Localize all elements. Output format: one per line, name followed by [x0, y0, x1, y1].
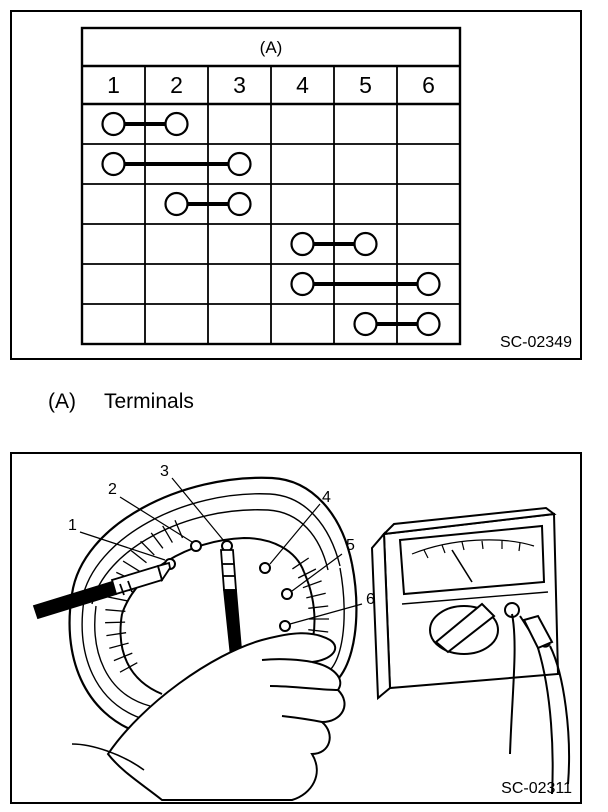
meter-display	[398, 524, 546, 596]
table-header: (A)	[260, 38, 283, 57]
terminal-node	[101, 151, 126, 177]
stator-tooth	[122, 560, 141, 572]
column-header: 3	[233, 72, 246, 98]
stator-tooth	[292, 557, 310, 570]
terminal-node	[227, 151, 252, 177]
figure-code-bottom: SC-02311	[501, 780, 572, 797]
stator-tooth	[150, 532, 164, 549]
terminal-labels: 1 2 3 4 5 6	[68, 463, 375, 608]
meter-leads	[509, 613, 571, 795]
terminal-2	[190, 540, 202, 552]
stator-tooth	[113, 652, 133, 662]
terminal-node	[101, 111, 126, 137]
terminal-node	[416, 311, 441, 337]
legend: (A) Terminals	[48, 390, 194, 414]
terminal-label-6: 6	[366, 591, 375, 608]
terminal-node	[353, 311, 378, 337]
column-header: 6	[422, 72, 435, 98]
terminal-node	[353, 231, 378, 257]
stator-tooth	[308, 605, 329, 609]
continuity-table: (A) 1 2 3 4 5 6	[80, 26, 462, 346]
terminal-label-4: 4	[322, 489, 331, 506]
terminal-points	[164, 540, 293, 632]
terminal-5	[281, 588, 293, 600]
meter-needle	[451, 549, 473, 583]
terminal-4	[259, 562, 271, 574]
stator-tooth	[119, 662, 138, 673]
stator-test-drawing: 1 2 3 4 5 6	[32, 463, 571, 801]
stator-tooth	[162, 525, 173, 543]
stator-tooth	[306, 592, 326, 599]
stator-tooth	[107, 596, 128, 602]
legend-key: (A)	[48, 390, 76, 413]
terminal-node	[290, 271, 315, 297]
stator-tooth	[308, 629, 329, 633]
left-test-probe	[32, 561, 171, 620]
terminal-label-1: 1	[68, 517, 77, 534]
column-header: 5	[359, 72, 372, 98]
stator-test-illustration: 1 2 3 4 5 6	[10, 452, 582, 804]
stator-tooth	[109, 642, 129, 649]
terminal-node	[164, 111, 189, 137]
legend-label: Terminals	[104, 390, 194, 413]
stator-tooth	[297, 568, 317, 579]
terminal-node	[227, 191, 252, 217]
column-header: 4	[296, 72, 309, 98]
terminal-node	[416, 271, 441, 297]
multimeter	[370, 506, 560, 701]
column-header: 2	[170, 72, 183, 98]
stator-tooth	[105, 621, 126, 624]
hand	[71, 632, 346, 801]
continuity-table-figure: (A) 1 2 3 4 5 6 SC-02349	[10, 10, 582, 360]
terminal-6	[279, 620, 291, 632]
column-header: 1	[107, 72, 120, 98]
stator-tooth	[130, 550, 147, 564]
stator-tooth	[140, 540, 155, 556]
stator-tooth	[302, 580, 322, 589]
terminal-label-3: 3	[160, 463, 169, 480]
terminal-label-5: 5	[346, 537, 355, 554]
stator-tooth	[106, 632, 127, 637]
figure-code-top: SC-02349	[499, 334, 572, 351]
terminal-node	[290, 231, 315, 257]
terminal-label-2: 2	[108, 481, 117, 498]
terminal-node	[164, 191, 189, 217]
stator-tooth	[105, 609, 126, 613]
terminal-leaders	[79, 477, 363, 625]
